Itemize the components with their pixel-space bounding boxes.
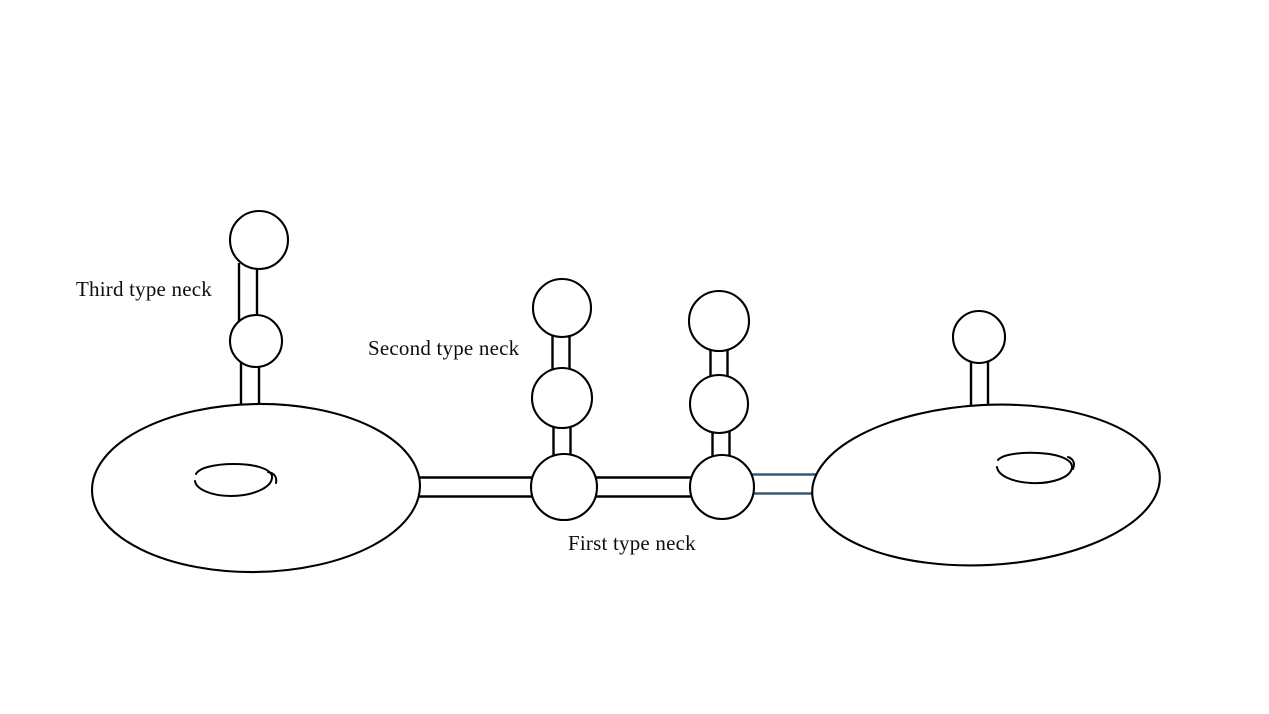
- first-neck-upper-sphere: [687, 289, 751, 353]
- left-genus-one-surface: [90, 402, 422, 574]
- right-surface-neck-tube: [969, 358, 990, 408]
- first-neck-middle-sphere: [688, 373, 750, 435]
- junction-to-junction-tube: [594, 476, 694, 498]
- label-first-type-neck: First type neck: [568, 531, 696, 555]
- third-neck-lower-tube: [239, 358, 261, 410]
- third-neck-upper-tube: [237, 263, 259, 323]
- right-genus-one-surface: [811, 403, 1161, 567]
- second-neck-upper-tube: [551, 330, 571, 376]
- second-neck-middle-sphere: [530, 366, 594, 430]
- second-neck-upper-sphere: [531, 277, 593, 339]
- third-neck-upper-sphere: [228, 209, 290, 271]
- third-neck-lower-sphere: [228, 313, 284, 369]
- label-third-type-neck: Third type neck: [76, 277, 212, 301]
- first-neck-junction-sphere: [688, 453, 756, 521]
- right-surface-sphere: [951, 309, 1007, 365]
- junction-to-right-surface-tube: [748, 473, 820, 495]
- left-surface-to-junction-tube: [416, 476, 537, 498]
- second-neck-junction-sphere: [529, 452, 599, 522]
- label-second-type-neck: Second type neck: [368, 336, 520, 360]
